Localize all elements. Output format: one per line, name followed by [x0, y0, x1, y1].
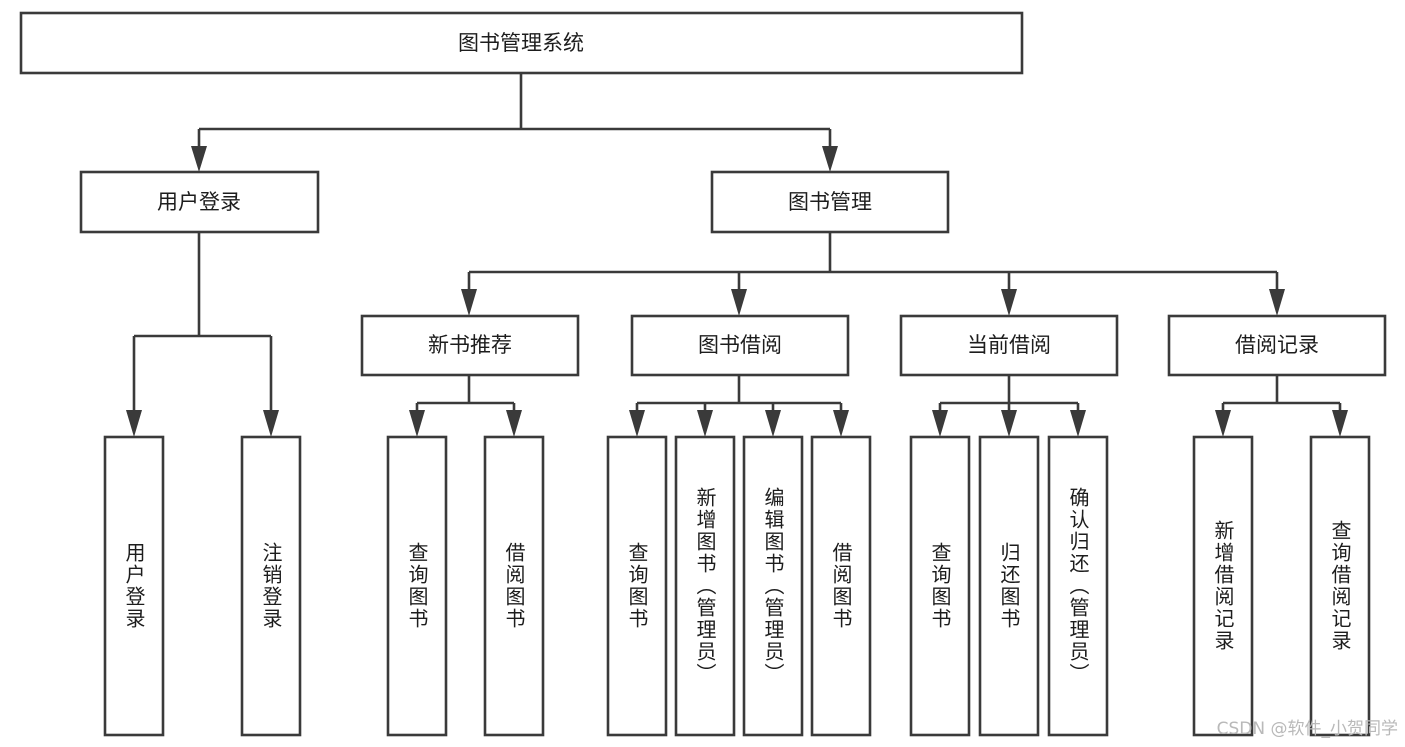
arrowhead-current-leaf-3 — [1070, 410, 1086, 437]
leaf-新增图书-管理员[interactable]: 新增图书（管理员） — [674, 435, 736, 737]
leaf-查询借阅记录[interactable]: 查询借阅记录 — [1309, 435, 1371, 737]
node-用户登录[interactable]: 用户登录 — [79, 170, 320, 234]
node-box[interactable] — [1047, 435, 1109, 737]
node-label: 新书推荐 — [428, 333, 512, 357]
node-label: 用户登录 — [157, 190, 241, 214]
node-label: 借阅记录 — [1235, 333, 1319, 357]
node-box[interactable] — [630, 314, 850, 377]
leaf-借阅图书-borrow[interactable]: 借阅图书 — [810, 435, 872, 737]
node-box[interactable] — [483, 435, 545, 737]
node-新书推荐[interactable]: 新书推荐 — [360, 314, 580, 377]
node-label: 注销登录 — [259, 542, 283, 630]
arrowhead-borrow-leaf-2 — [697, 410, 713, 437]
arrowhead-new-book-recommend — [461, 289, 477, 316]
leaf-查询图书-borrow[interactable]: 查询图书 — [606, 435, 668, 737]
node-label: 编辑图书（管理员） — [761, 487, 785, 685]
node-box[interactable] — [386, 435, 448, 737]
node-label: 当前借阅 — [967, 333, 1051, 357]
node-root-图书管理系统[interactable]: 图书管理系统 — [19, 11, 1024, 75]
node-label: 借阅图书 — [829, 542, 853, 630]
leaf-新增借阅记录[interactable]: 新增借阅记录 — [1192, 435, 1254, 737]
node-box[interactable] — [240, 435, 302, 737]
node-图书借阅[interactable]: 图书借阅 — [630, 314, 850, 377]
arrowhead-current-leaf-2 — [1001, 410, 1017, 437]
node-box[interactable] — [606, 435, 668, 737]
node-label: 用户登录 — [122, 542, 146, 630]
node-label: 借阅图书 — [502, 542, 526, 630]
node-label: 确认归还（管理员） — [1066, 487, 1090, 685]
arrowhead-record-leaf-1 — [1215, 410, 1231, 437]
csdn-watermark: CSDN @软件_小贺同学 — [1217, 719, 1398, 739]
leaf-查询图书-recommend[interactable]: 查询图书 — [386, 435, 448, 737]
node-box[interactable] — [742, 435, 804, 737]
arrowhead-userlogin-leaf-1 — [126, 410, 142, 437]
node-box[interactable] — [1167, 314, 1387, 377]
node-借阅记录[interactable]: 借阅记录 — [1167, 314, 1387, 377]
leaf-注销登录[interactable]: 注销登录 — [240, 435, 302, 737]
arrowhead-current-leaf-1 — [932, 410, 948, 437]
node-label: 图书管理 — [788, 190, 872, 214]
arrowhead-borrow-record — [1269, 289, 1285, 316]
node-label: 图书管理系统 — [458, 31, 584, 55]
node-图书管理[interactable]: 图书管理 — [710, 170, 950, 234]
node-label: 查询图书 — [625, 542, 649, 630]
node-box[interactable] — [1309, 435, 1371, 737]
arrowhead-book-borrow — [731, 289, 747, 316]
leaf-归还图书[interactable]: 归还图书 — [978, 435, 1040, 737]
node-box[interactable] — [1192, 435, 1254, 737]
arrowhead-record-leaf-2 — [1332, 410, 1348, 437]
arrowhead-recommend-leaf-2 — [506, 410, 522, 437]
node-box[interactable] — [19, 11, 1024, 75]
node-box[interactable] — [710, 170, 950, 234]
node-label: 图书借阅 — [698, 333, 782, 357]
node-label: 查询图书 — [928, 542, 952, 630]
leaf-借阅图书-recommend[interactable]: 借阅图书 — [483, 435, 545, 737]
arrowhead-recommend-leaf-1 — [409, 410, 425, 437]
arrowhead-borrow-leaf-4 — [833, 410, 849, 437]
node-box[interactable] — [899, 314, 1119, 377]
arrowhead-current-borrow — [1001, 289, 1017, 316]
arrowhead-borrow-leaf-1 — [629, 410, 645, 437]
arrowhead-userlogin-leaf-2 — [263, 410, 279, 437]
node-label: 新增借阅记录 — [1211, 520, 1235, 652]
leaf-用户登录[interactable]: 用户登录 — [103, 435, 165, 737]
node-box[interactable] — [909, 435, 971, 737]
node-box[interactable] — [79, 170, 320, 234]
node-box[interactable] — [810, 435, 872, 737]
node-label: 查询借阅记录 — [1328, 520, 1352, 652]
connector-layer — [126, 73, 1348, 437]
node-box[interactable] — [360, 314, 580, 377]
node-label: 新增图书（管理员） — [693, 487, 717, 685]
arrowhead-book-mgmt — [822, 146, 838, 172]
node-label: 查询图书 — [405, 542, 429, 630]
leaf-查询图书-current[interactable]: 查询图书 — [909, 435, 971, 737]
leaf-编辑图书-管理员[interactable]: 编辑图书（管理员） — [742, 435, 804, 737]
node-box[interactable] — [674, 435, 736, 737]
node-当前借阅[interactable]: 当前借阅 — [899, 314, 1119, 377]
leaf-确认归还-管理员[interactable]: 确认归还（管理员） — [1047, 435, 1109, 737]
arrowhead-borrow-leaf-3 — [765, 410, 781, 437]
node-box[interactable] — [103, 435, 165, 737]
arrowhead-user-login — [191, 146, 207, 172]
node-box[interactable] — [978, 435, 1040, 737]
node-label: 归还图书 — [997, 542, 1021, 630]
